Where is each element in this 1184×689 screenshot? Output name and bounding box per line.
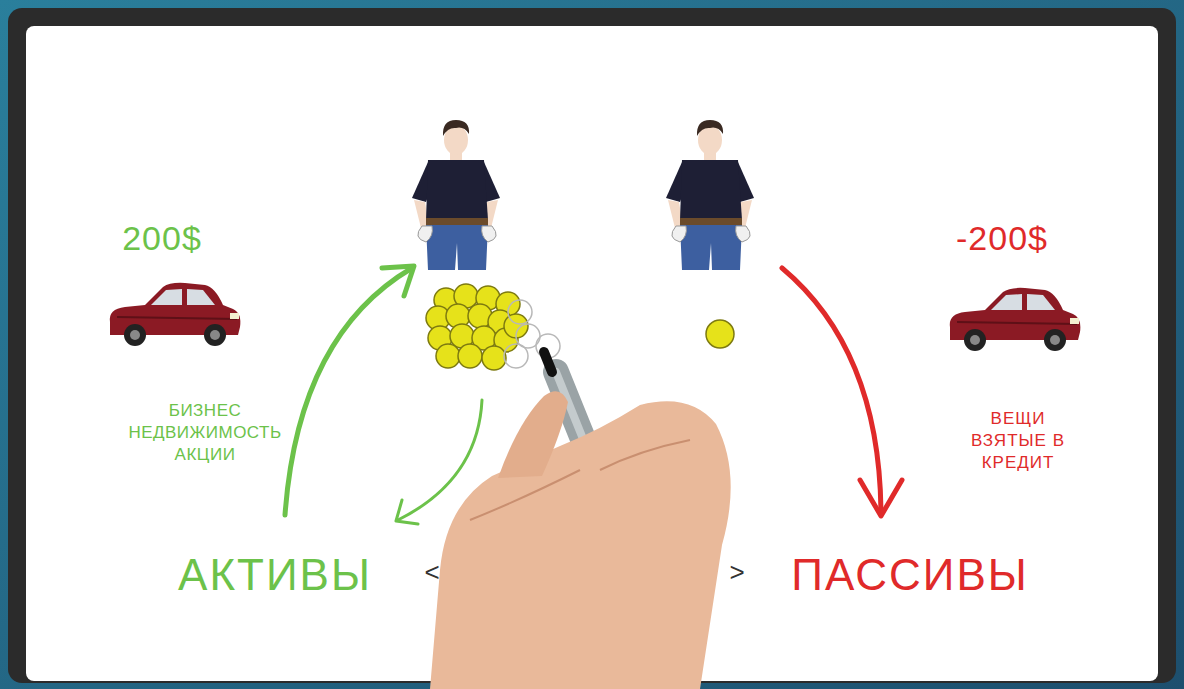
- assets-heading: АКТИВЫ: [135, 546, 415, 603]
- coin-pile: [426, 284, 528, 370]
- man-figure-part: [680, 225, 742, 270]
- man-figure: [412, 120, 500, 270]
- red-arrow: [782, 268, 902, 516]
- hand-with-marker-part: [544, 352, 552, 372]
- car-asset-part: [151, 289, 182, 305]
- liabilities-heading: ПАССИВЫ: [760, 546, 1060, 603]
- hand-with-marker-part: [600, 440, 690, 470]
- comparison-mark: >: [725, 556, 749, 590]
- coin-pile-part: [458, 344, 482, 368]
- man-figure-part: [672, 226, 687, 242]
- car-asset: [110, 283, 241, 346]
- car-liability-part: [970, 335, 980, 345]
- car-asset-part: [117, 317, 237, 319]
- green-arrow-part: [285, 268, 412, 515]
- man-figure-part: [680, 218, 742, 225]
- car-liability-part: [964, 329, 986, 351]
- hand-with-marker-part: [430, 401, 731, 689]
- car-liability-part: [1044, 329, 1066, 351]
- asset-examples: БИЗНЕС НЕДВИЖИМОСТЬ АКЦИИ: [116, 400, 294, 466]
- green-arrow: [285, 266, 414, 515]
- man-figure-part: [426, 160, 488, 220]
- car-asset-part: [187, 289, 215, 305]
- coin-pile-part: [436, 344, 460, 368]
- car-liability-part: [1070, 318, 1079, 324]
- car-liability-part: [1027, 294, 1055, 310]
- man-figure-part: [426, 225, 488, 270]
- coin-outline-part: [508, 300, 532, 324]
- car-liability-part: [991, 294, 1022, 310]
- single-coin-part: [706, 320, 734, 348]
- car-liability: [950, 288, 1081, 351]
- man-figure: [666, 120, 754, 270]
- car-asset-part: [230, 313, 239, 319]
- red-arrow-part: [860, 480, 902, 516]
- red-arrow-part: [782, 268, 881, 514]
- car-asset-part: [124, 324, 146, 346]
- asset-amount: 200$: [92, 216, 232, 260]
- green-arrow-part: [382, 266, 414, 296]
- car-asset-part: [210, 330, 220, 340]
- man-figure-part: [418, 226, 433, 242]
- liability-amount: -200$: [922, 216, 1082, 260]
- man-figure-part: [697, 120, 723, 136]
- hand-with-marker-part: [498, 391, 568, 478]
- man-figure-part: [680, 160, 742, 220]
- man-figure-part: [426, 218, 488, 225]
- coin-outline-part: [504, 344, 528, 368]
- man-figure-part: [736, 226, 751, 242]
- car-asset-part: [130, 330, 140, 340]
- car-liability-part: [957, 322, 1077, 324]
- coin-pile-part: [482, 346, 506, 370]
- single-coin: [706, 320, 734, 348]
- hand-with-marker: [430, 352, 731, 689]
- comparison-mark: <: [420, 556, 444, 590]
- green-arrow-part: [396, 500, 418, 524]
- hand-with-marker-part: [470, 470, 580, 520]
- man-figure-part: [443, 120, 469, 136]
- man-figure-part: [482, 226, 497, 242]
- car-liability-part: [1050, 335, 1060, 345]
- liability-examples: ВЕЩИ ВЗЯТЫЕ В КРЕДИТ: [962, 408, 1074, 474]
- car-asset-part: [204, 324, 226, 346]
